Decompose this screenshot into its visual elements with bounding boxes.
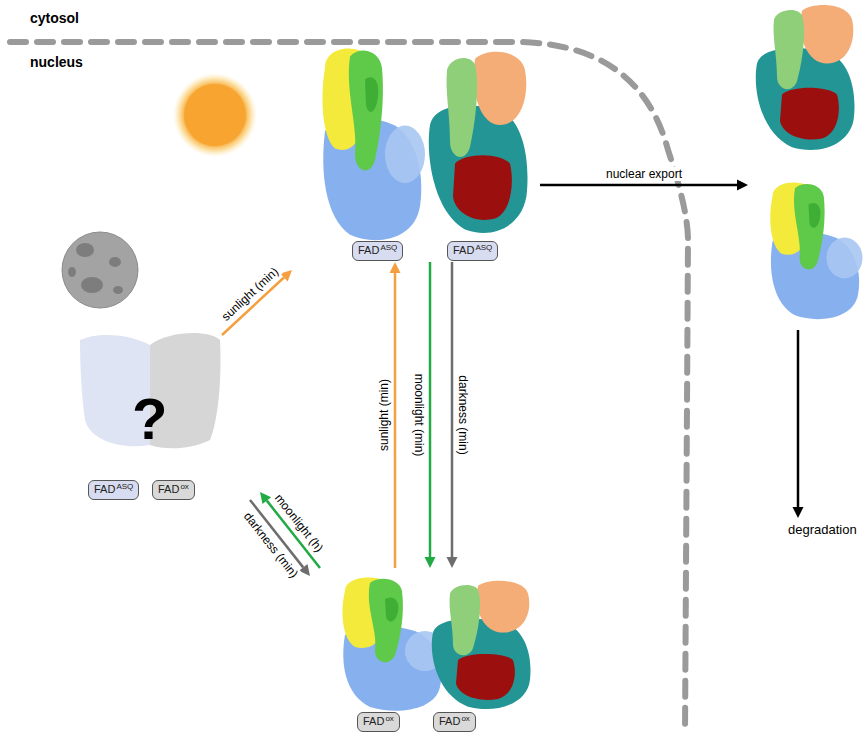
cofactor-pill: FADASQ <box>447 241 498 261</box>
cofactor-pill: FADASQ <box>88 480 139 500</box>
arrow-head <box>793 507 804 518</box>
cofactor-name: FAD <box>439 715 460 727</box>
cofactor-pill: FADASQ <box>352 241 403 261</box>
transition-arrow <box>390 262 401 568</box>
moon-icon <box>62 232 138 308</box>
sun-icon <box>173 73 257 157</box>
redox-state: ox <box>461 714 469 723</box>
compartment-label: cytosol <box>30 10 79 26</box>
unknown-mark: ? <box>132 390 167 448</box>
arrow-label: sunlight (min) <box>377 377 391 453</box>
arrow-head <box>390 262 401 273</box>
arrow-line <box>394 273 397 568</box>
cofactor-pill: FADox <box>357 712 400 732</box>
transition-arrow <box>425 262 436 568</box>
arrow-head <box>737 180 748 191</box>
protein-state: FADASQFADASQ <box>295 40 540 262</box>
cofactor-name: FAD <box>363 715 384 727</box>
arrow-line <box>540 184 737 187</box>
arrow-line <box>429 262 432 557</box>
compartment-label: nucleus <box>30 54 83 70</box>
cofactor-pill: FADox <box>152 480 195 500</box>
unknown-protein <box>80 333 221 448</box>
dimer-asq <box>322 49 527 241</box>
outcome-text: degradation <box>788 522 857 537</box>
transition-arrow <box>540 180 748 191</box>
protein-state: FADoxFADox <box>335 568 535 732</box>
exported-monomers <box>756 5 863 319</box>
arrow-line <box>797 330 800 507</box>
arrow-label: nuclear export <box>604 167 684 181</box>
cofactor-name: FAD <box>453 244 474 256</box>
cofactor-name: FAD <box>358 244 379 256</box>
dimer-ox <box>342 578 530 711</box>
cofactor-name: FAD <box>158 483 179 495</box>
cofactor-name: FAD <box>94 483 115 495</box>
redox-state: ox <box>180 482 188 491</box>
protein-state: ?FADASQFADox <box>70 330 225 500</box>
outcome-label: degradation <box>788 520 857 538</box>
redox-state: ox <box>385 714 393 723</box>
redox-state: ASQ <box>380 243 397 252</box>
arrow-label: sunlight (min) <box>217 263 282 325</box>
arrow-head <box>425 557 436 568</box>
cofactor-pill: FADox <box>433 712 476 732</box>
arrow-label: moonlight (min) <box>412 372 426 459</box>
arrow-line <box>451 262 454 557</box>
arrow-label: darkness (min) <box>456 373 470 456</box>
arrow-head <box>447 557 458 568</box>
transition-arrow <box>793 330 804 518</box>
protein-state <box>748 2 863 330</box>
nuclear-envelope <box>10 42 688 733</box>
redox-state: ASQ <box>116 482 133 491</box>
redox-state: ASQ <box>475 243 492 252</box>
